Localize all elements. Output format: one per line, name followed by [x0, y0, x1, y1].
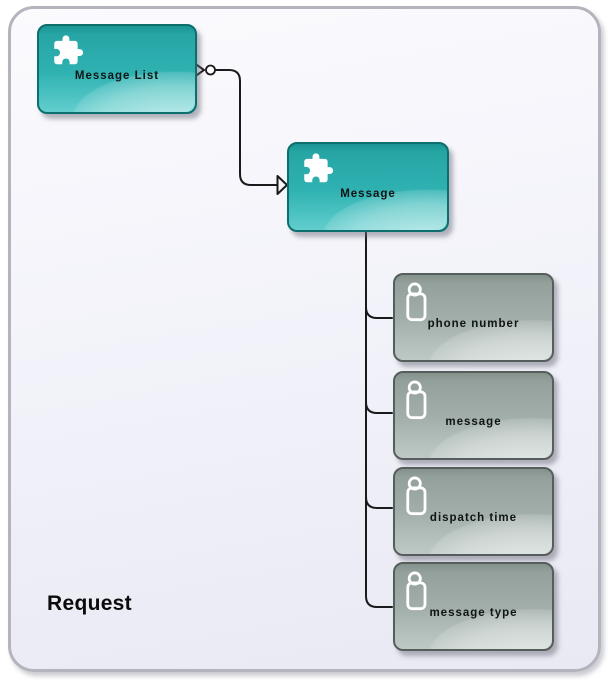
group-label: Request: [47, 592, 132, 615]
node-dispatch-time[interactable]: dispatch time: [393, 467, 554, 556]
node-label: message type: [429, 607, 518, 620]
node-label: Message: [340, 187, 396, 200]
tag-icon: [406, 476, 427, 516]
node-message-type[interactable]: message type: [393, 562, 554, 651]
node-message[interactable]: Message: [287, 142, 449, 232]
tag-icon: [406, 282, 427, 322]
node-label: phone number: [427, 318, 520, 331]
node-label: Message List: [74, 69, 160, 82]
tag-icon: [406, 571, 427, 611]
node-message-attribute[interactable]: message: [393, 371, 554, 460]
node-label: message: [445, 416, 502, 429]
node-message-list[interactable]: Message List: [37, 24, 197, 114]
node-phone-number[interactable]: phone number: [393, 273, 554, 362]
node-label: dispatch time: [429, 512, 518, 525]
puzzle-icon: [304, 153, 334, 183]
puzzle-icon: [54, 35, 84, 65]
tag-icon: [406, 380, 427, 420]
